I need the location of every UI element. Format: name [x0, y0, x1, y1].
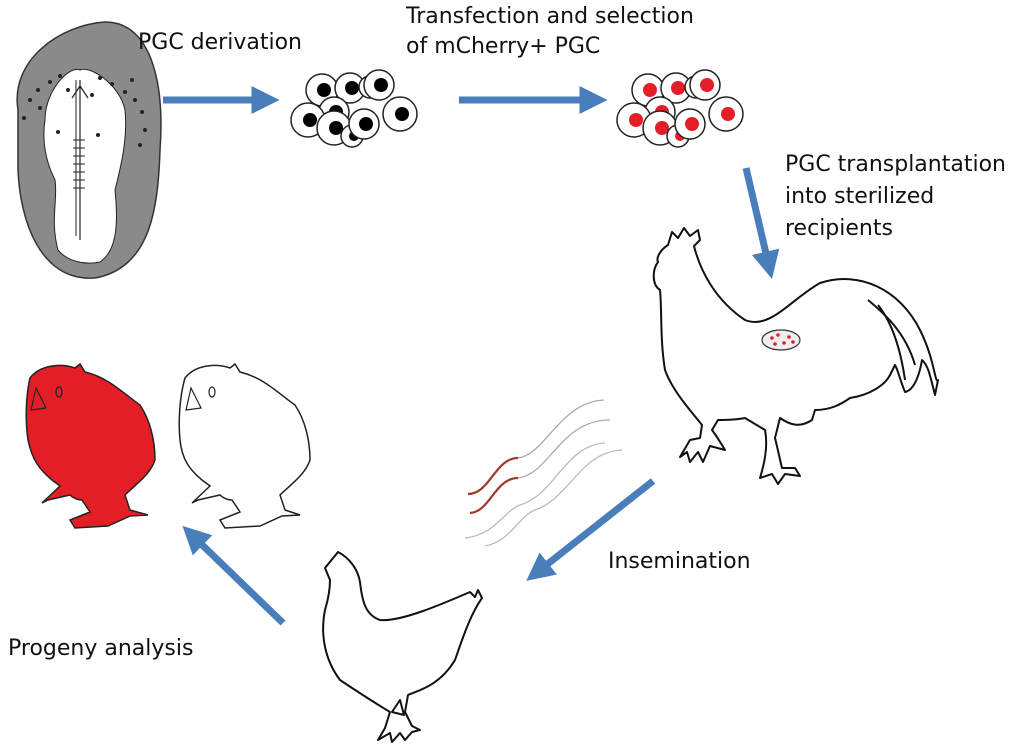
chick-white-icon	[178, 362, 311, 529]
cell-nucleus	[317, 83, 331, 97]
cell-nucleus	[655, 121, 669, 135]
label-transfection-line1: Transfection and selection	[406, 4, 694, 29]
label-progeny-analysis: Progeny analysis	[8, 636, 194, 661]
label-transplant-line3: recipients	[785, 216, 893, 241]
cell-nucleus	[700, 78, 714, 92]
hen-icon	[322, 551, 483, 743]
chick-red-icon	[25, 362, 156, 529]
label-transfection-line2: of mCherry+ PGC	[406, 34, 601, 59]
cell-nucleus	[671, 81, 685, 95]
pgc-cell-cluster-icon	[290, 69, 418, 148]
arrow-transplantation	[742, 167, 780, 280]
cell-nucleus	[685, 117, 699, 131]
rooster-icon	[652, 227, 939, 485]
cell-nucleus	[345, 81, 359, 95]
cell-nucleus	[629, 113, 643, 127]
cell-nucleus	[374, 78, 388, 92]
label-transplant-line2: into sterilized	[785, 184, 935, 209]
arrow-progeny	[182, 525, 286, 626]
cell-nucleus	[359, 117, 373, 131]
cell-nucleus	[721, 107, 735, 121]
cell-nucleus	[329, 121, 343, 135]
label-transplant-line1: PGC transplantation	[785, 152, 1006, 177]
cell-nucleus	[395, 107, 409, 121]
cell-nucleus	[303, 113, 317, 127]
arrow-insemination	[526, 478, 656, 581]
embryo-icon	[16, 21, 162, 279]
cell-nucleus	[643, 83, 657, 97]
label-insemination: Insemination	[608, 549, 751, 574]
mcherry-cell-cluster-icon	[616, 69, 744, 148]
sperm-icon	[464, 399, 623, 547]
label-pgc-derivation: PGC derivation	[138, 30, 302, 55]
